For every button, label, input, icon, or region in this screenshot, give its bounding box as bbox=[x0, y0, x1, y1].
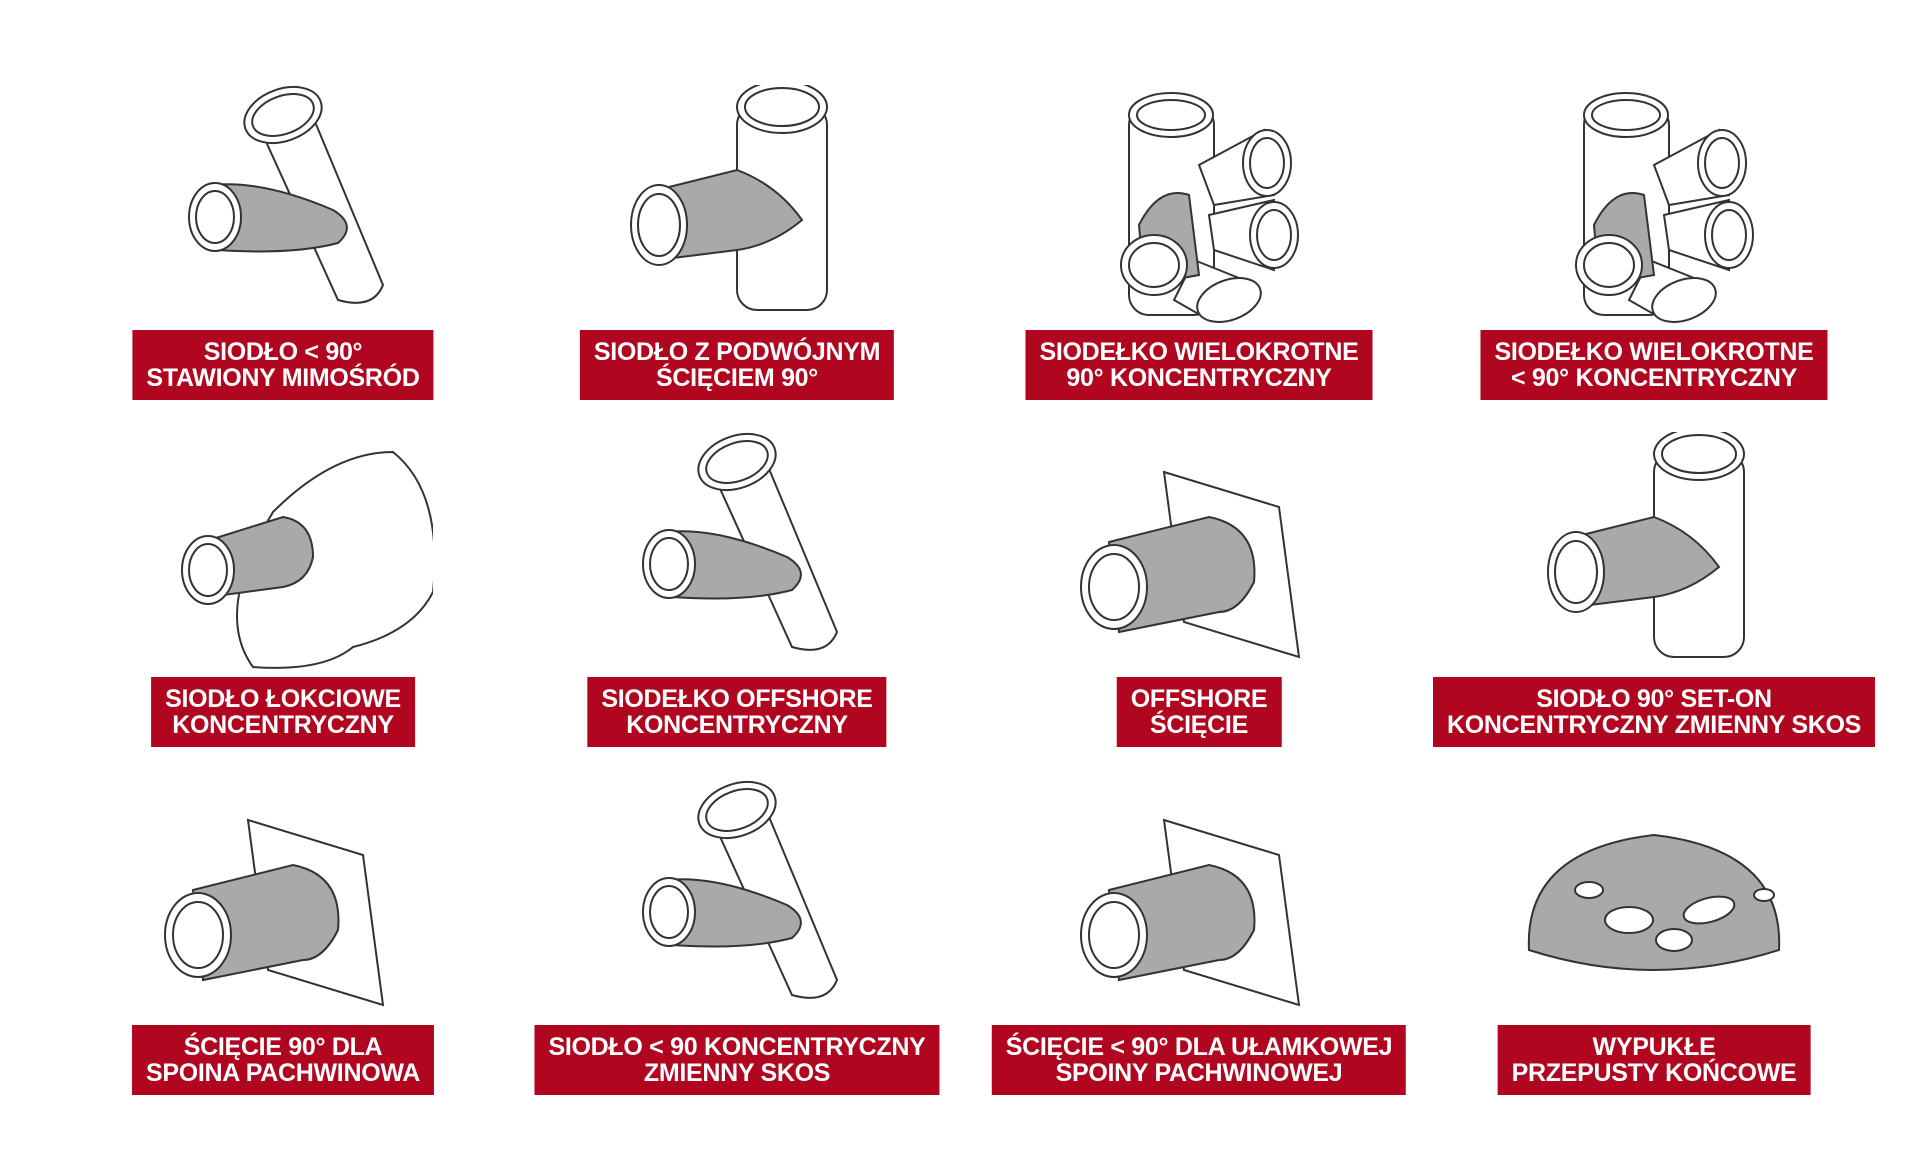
tee-saddle-icon bbox=[630, 85, 828, 311]
product-label-line: OFFSHORE bbox=[1130, 685, 1268, 713]
product-label: SIODŁO ŁOKCIOWE KONCENTRYCZNY bbox=[151, 677, 415, 747]
product-label: SIODŁO Z PODWÓJNYM ŚCIĘCIEM 90° bbox=[579, 330, 895, 400]
angled-saddle-icon bbox=[642, 432, 839, 651]
product-label-line: SIODEŁKO WIELOKROTNE bbox=[1494, 338, 1814, 366]
product-card: ŚCIĘCIE < 90° DLA UŁAMKOWEJ SPOINY PACHW… bbox=[964, 780, 1434, 1120]
product-label: SIODŁO 90° SET-ON KONCENTRYCZNY ZMIENNY … bbox=[1432, 677, 1876, 747]
product-card: SIODEŁKO WIELOKROTNE 90° KONCENTRYCZNY bbox=[964, 85, 1434, 425]
elbow-saddle-icon bbox=[181, 450, 433, 669]
dome-end-icon bbox=[1527, 833, 1781, 971]
product-label-line: SIODŁO < 90° bbox=[203, 338, 363, 366]
product-label-line: STAWIONY MIMOŚRÓD bbox=[146, 364, 420, 392]
product-card: SIODEŁKO OFFSHORE KONCENTRYCZNY bbox=[502, 432, 972, 772]
product-label-line: ŚCIĘCIEM 90° bbox=[655, 364, 818, 392]
product-label-line: 90° KONCENTRYCZNY bbox=[1066, 364, 1332, 392]
tee-saddle-icon bbox=[1547, 432, 1745, 658]
product-label-line: KONCENTRYCZNY ZMIENNY SKOS bbox=[1446, 711, 1862, 739]
product-label: WYPUKŁE PRZEPUSTY KOŃCOWE bbox=[1497, 1025, 1811, 1095]
product-label-line: < 90° KONCENTRYCZNY bbox=[1510, 364, 1798, 392]
product-label-line: ZMIENNY SKOS bbox=[643, 1059, 831, 1087]
product-card: WYPUKŁE PRZEPUSTY KOŃCOWE bbox=[1419, 780, 1889, 1120]
plate-cut-icon bbox=[164, 818, 385, 1007]
angled-saddle-icon bbox=[642, 780, 839, 999]
product-label: ŚCIĘCIE < 90° DLA UŁAMKOWEJ SPOINY PACHW… bbox=[991, 1025, 1407, 1095]
product-label-line: SIODŁO Z PODWÓJNYM bbox=[593, 338, 881, 366]
product-card: SIODEŁKO WIELOKROTNE < 90° KONCENTRYCZNY bbox=[1419, 85, 1889, 425]
product-card: OFFSHORE ŚCIĘCIE bbox=[964, 432, 1434, 772]
product-label: SIODŁO < 90° STAWIONY MIMOŚRÓD bbox=[132, 330, 434, 400]
angled-saddle-icon bbox=[188, 85, 385, 304]
product-label: SIODEŁKO WIELOKROTNE < 90° KONCENTRYCZNY bbox=[1480, 330, 1828, 400]
multi-saddle-icon bbox=[1575, 92, 1754, 323]
product-label-line: SPOINY PACHWINOWEJ bbox=[1055, 1059, 1343, 1087]
multi-saddle-icon bbox=[1120, 92, 1299, 323]
plate-cut-icon bbox=[1080, 818, 1301, 1007]
product-label: SIODEŁKO OFFSHORE KONCENTRYCZNY bbox=[587, 677, 887, 747]
product-label: SIODŁO < 90 KONCENTRYCZNY ZMIENNY SKOS bbox=[534, 1025, 940, 1095]
product-label-line: SIODEŁKO OFFSHORE bbox=[601, 685, 873, 713]
product-card: SIODŁO Z PODWÓJNYM ŚCIĘCIEM 90° bbox=[502, 85, 972, 425]
product-card: SIODŁO < 90 KONCENTRYCZNY ZMIENNY SKOS bbox=[502, 780, 972, 1120]
product-card: SIODŁO 90° SET-ON KONCENTRYCZNY ZMIENNY … bbox=[1419, 432, 1889, 772]
product-label: OFFSHORE ŚCIĘCIE bbox=[1116, 677, 1282, 747]
product-label-line: SIODŁO < 90 KONCENTRYCZNY bbox=[548, 1033, 926, 1061]
product-label-line: SPOINA PACHWINOWA bbox=[145, 1059, 421, 1087]
product-label-line: PRZEPUSTY KOŃCOWE bbox=[1511, 1059, 1797, 1087]
product-label-line: SIODŁO ŁOKCIOWE bbox=[165, 685, 401, 713]
product-card: ŚCIĘCIE 90° DLA SPOINA PACHWINOWA bbox=[48, 780, 518, 1120]
product-label-line: SIODŁO 90° SET-ON bbox=[1536, 685, 1772, 713]
product-label: SIODEŁKO WIELOKROTNE 90° KONCENTRYCZNY bbox=[1025, 330, 1373, 400]
product-label-line: ŚCIĘCIE bbox=[1150, 711, 1248, 739]
product-label-line: KONCENTRYCZNY bbox=[626, 711, 848, 739]
product-label-line: ŚCIĘCIE < 90° DLA UŁAMKOWEJ bbox=[1005, 1033, 1393, 1061]
product-label-line: SIODEŁKO WIELOKROTNE bbox=[1039, 338, 1359, 366]
product-label: ŚCIĘCIE 90° DLA SPOINA PACHWINOWA bbox=[131, 1025, 435, 1095]
product-card: SIODŁO ŁOKCIOWE KONCENTRYCZNY bbox=[48, 432, 518, 772]
product-card: SIODŁO < 90° STAWIONY MIMOŚRÓD bbox=[48, 85, 518, 425]
product-label-line: ŚCIĘCIE 90° DLA bbox=[183, 1033, 383, 1061]
product-label-line: WYPUKŁE bbox=[1592, 1033, 1716, 1061]
plate-cut-icon bbox=[1080, 470, 1301, 659]
product-label-line: KONCENTRYCZNY bbox=[172, 711, 394, 739]
